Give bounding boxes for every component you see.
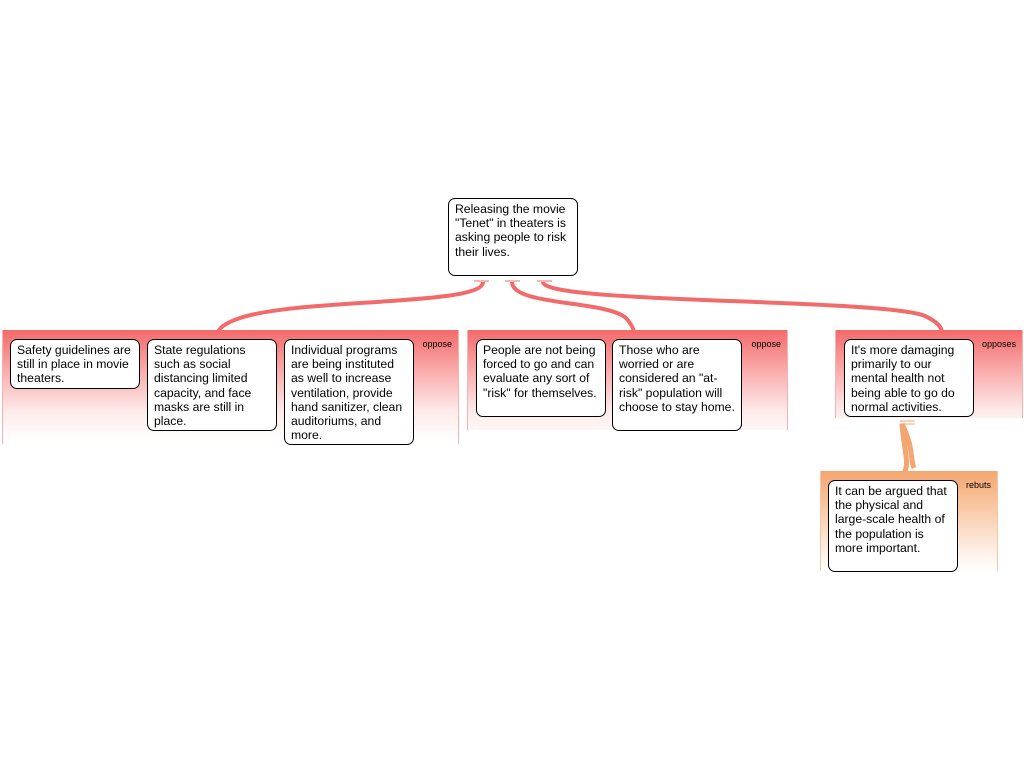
claim-node-physical-health[interactable]: It can be argued that the physical and l… — [828, 480, 958, 572]
claim-node-state-regulations[interactable]: State regulations such as social distanc… — [147, 339, 277, 431]
relation-label-2: oppose — [751, 339, 781, 349]
claim-node-individual-programs[interactable]: Individual programs are being instituted… — [284, 339, 414, 445]
connector-root-to-group-2 — [510, 281, 636, 334]
relation-label-4: rebuts — [965, 480, 991, 490]
connector-root-to-group-3 — [541, 280, 944, 334]
claim-node-mental-health[interactable]: It's more damaging primarily to our ment… — [844, 339, 974, 417]
connector-claim-tick — [900, 420, 915, 425]
relation-label-3: opposes — [981, 339, 1016, 349]
claim-node-not-forced[interactable]: People are not being forced to go and ca… — [476, 339, 606, 417]
connector-root-to-group-1 — [216, 281, 485, 334]
claim-node-stay-home[interactable]: Those who are worried or are considered … — [612, 339, 742, 431]
relation-label-1: oppose — [422, 339, 452, 349]
connector-claim-to-rebut — [899, 422, 917, 478]
claim-node-safety-guidelines[interactable]: Safety guidelines are still in place in … — [10, 339, 140, 389]
root-claim-node[interactable]: Releasing the movie "Tenet" in theaters … — [448, 198, 578, 276]
